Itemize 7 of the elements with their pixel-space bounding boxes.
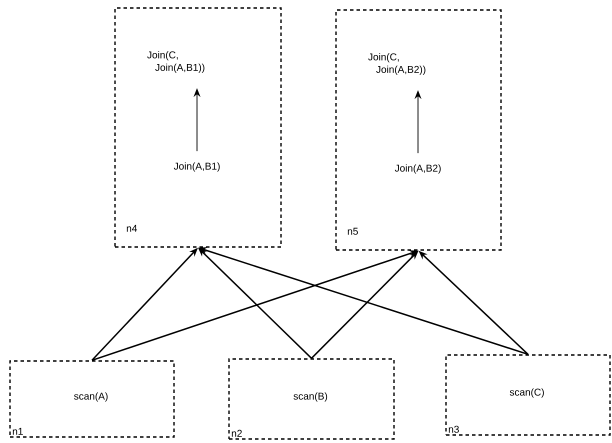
dashed-box: scan(B) n2 xyxy=(228,358,395,440)
dashed-box: scan(A) n1 xyxy=(9,360,175,438)
node-text: Join(A,B2) xyxy=(394,164,441,174)
dashed-box: scan(C) n3 xyxy=(445,354,611,436)
node-text: Join(C, Join(A,B1)) xyxy=(147,51,204,73)
node-text: Join(A,B1) xyxy=(174,162,220,172)
node-text: Join(C, Join(A,B2)) xyxy=(368,53,426,75)
